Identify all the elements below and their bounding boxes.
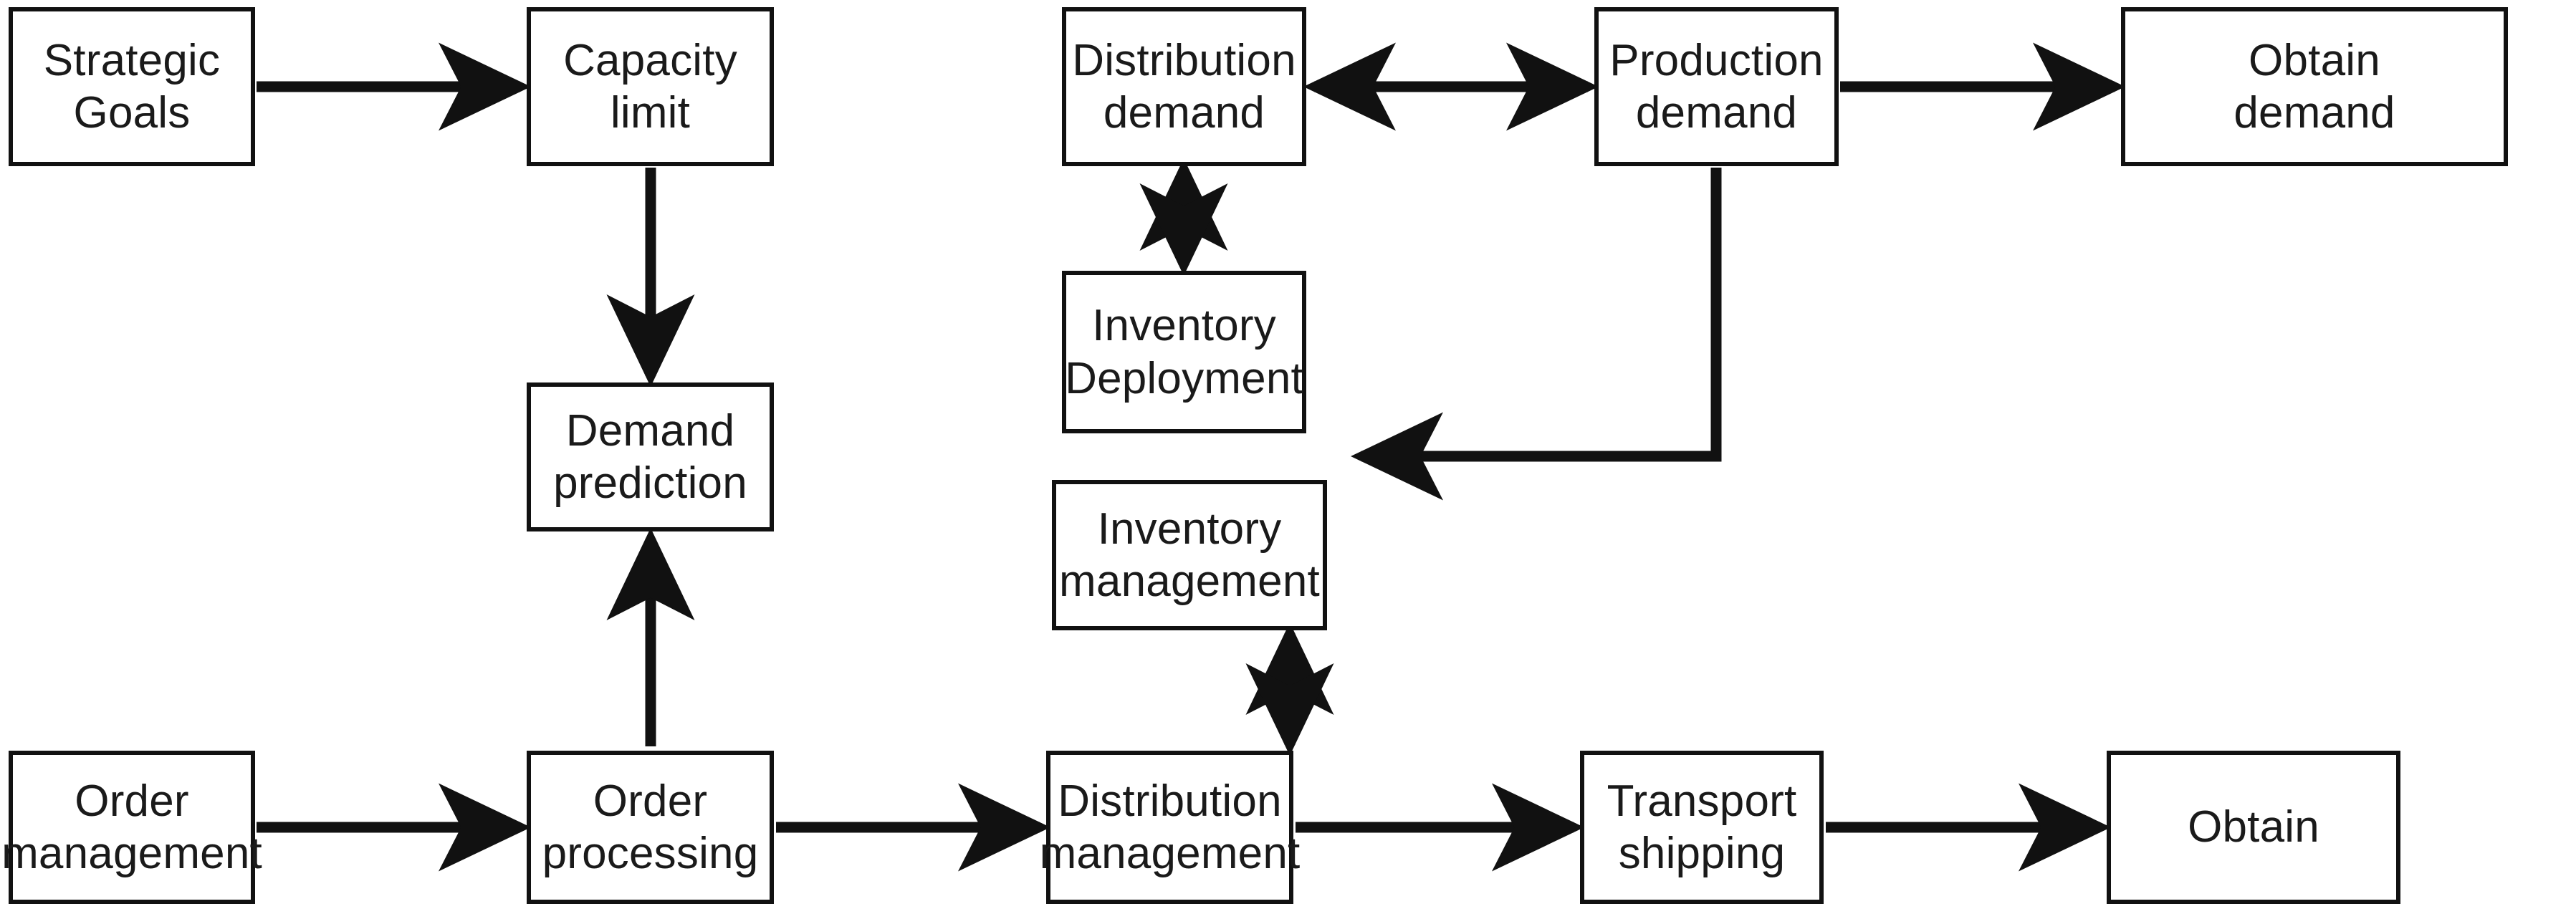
- node-inventory-deployment[interactable]: Inventory Deployment: [1062, 271, 1306, 433]
- node-demand-prediction[interactable]: Demand prediction: [527, 382, 774, 531]
- node-distribution-management[interactable]: Distribution management: [1040, 751, 1300, 904]
- node-obtain[interactable]: Obtain: [2107, 751, 2400, 904]
- node-order-management[interactable]: Order management: [1, 751, 262, 904]
- node-production-demand[interactable]: Production demand: [1594, 7, 1839, 166]
- node-strategic-goals[interactable]: Strategic Goals: [9, 7, 255, 166]
- node-order-processing[interactable]: Order processing: [527, 751, 774, 904]
- node-obtain-demand[interactable]: Obtain demand: [2121, 7, 2508, 166]
- node-distribution-demand[interactable]: Distribution demand: [1062, 7, 1306, 166]
- node-inventory-management[interactable]: Inventory management: [1052, 480, 1327, 630]
- node-capacity-limit[interactable]: Capacity limit: [527, 7, 774, 166]
- node-transport-shipping[interactable]: Transport shipping: [1580, 751, 1824, 904]
- edge-production-demand-to-inventory-management: [1350, 168, 1722, 501]
